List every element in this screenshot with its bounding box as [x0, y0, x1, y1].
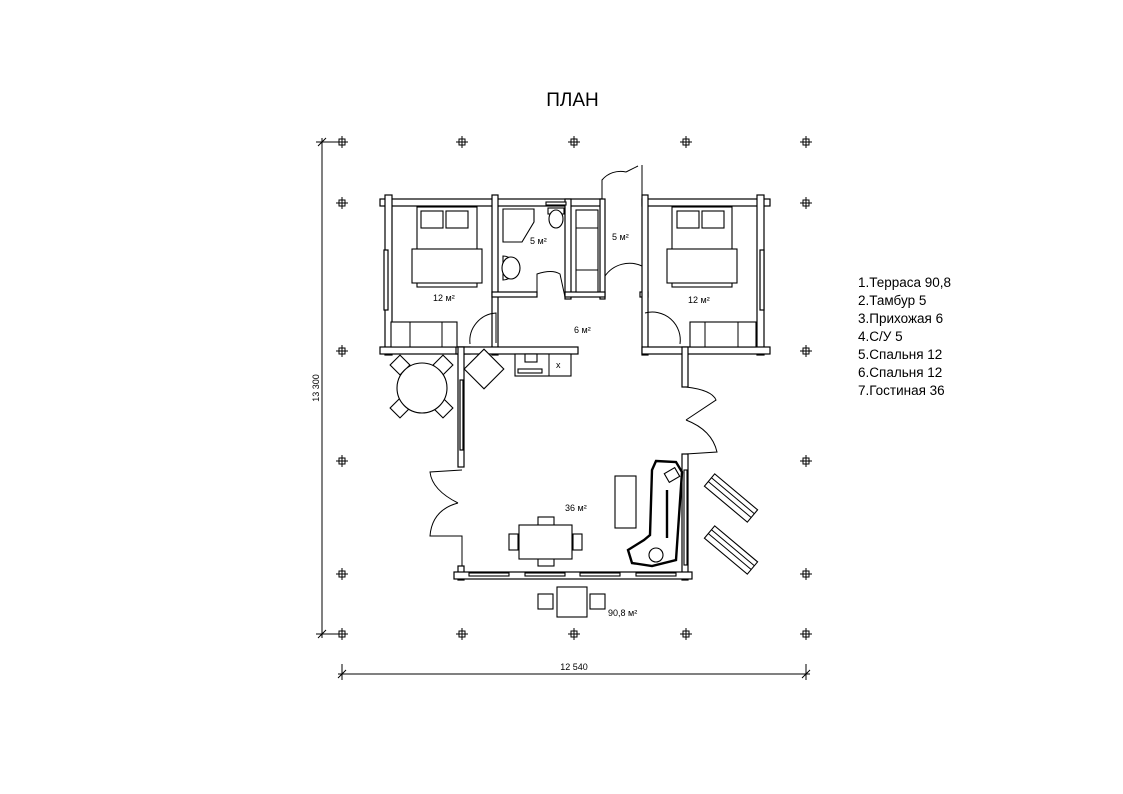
column-marker: [336, 628, 348, 640]
room-area-vestibule: 5 м²: [612, 232, 629, 242]
sun-loungers: [703, 473, 759, 575]
column-marker: [680, 136, 692, 148]
dimension-horizontal: 12 540: [337, 662, 811, 680]
column-marker: [336, 197, 348, 209]
bed-left: [411, 206, 483, 288]
legend-item: 6.Спальня 12: [858, 365, 943, 380]
width-dimension-label: 12 540: [560, 662, 588, 672]
column-marker: [800, 568, 812, 580]
terrace-table: [537, 586, 606, 618]
column-marker: [336, 568, 348, 580]
column-marker: [800, 345, 812, 357]
room-area-terrace: 90,8 м²: [608, 608, 637, 618]
column-marker: [568, 136, 580, 148]
sofa: [614, 459, 684, 568]
column-marker: [336, 136, 348, 148]
column-marker: [800, 628, 812, 640]
room-area-bathroom: 5 м²: [530, 236, 547, 246]
walls: [379, 194, 771, 581]
column-marker: [336, 455, 348, 467]
column-marker: [800, 197, 812, 209]
legend-item: 7.Гостиная 36: [858, 383, 945, 398]
legend-item: 5.Спальня 12: [858, 347, 943, 362]
legend-item: 3.Прихожая 6: [858, 311, 944, 326]
column-marker: [336, 345, 348, 357]
doors: [429, 165, 718, 566]
legend-item: 1.Терраса 90,8: [858, 275, 952, 290]
bathroom-fixtures: [501, 207, 565, 281]
legend-item: 4.С/У 5: [858, 329, 903, 344]
plan-title: ПЛАН: [546, 90, 599, 111]
wardrobes: [390, 209, 757, 348]
room-area-hallway: 6 м²: [574, 325, 591, 335]
height-dimension-label: 13 300: [311, 374, 321, 402]
terrace-round-table: [389, 354, 454, 419]
kitchen: x: [463, 348, 572, 390]
column-markers: [336, 136, 812, 640]
legend-item: 2.Тамбур 5: [858, 293, 927, 308]
column-marker: [456, 136, 468, 148]
column-marker: [680, 628, 692, 640]
bed-right: [666, 206, 738, 288]
column-marker: [800, 455, 812, 467]
dining-table: [508, 516, 583, 567]
column-marker: [800, 136, 812, 148]
column-marker: [456, 628, 468, 640]
column-marker: [568, 628, 580, 640]
room-area-bedroom-left: 12 м²: [433, 293, 455, 303]
room-area-bedroom-right: 12 м²: [688, 295, 710, 305]
room-area-living: 36 м²: [565, 503, 587, 513]
svg-text:x: x: [556, 360, 561, 370]
dimension-vertical: 13 300: [311, 137, 346, 639]
room-legend: 1.Терраса 90,8 2.Тамбур 5 3.Прихожая 6 4…: [858, 274, 951, 400]
